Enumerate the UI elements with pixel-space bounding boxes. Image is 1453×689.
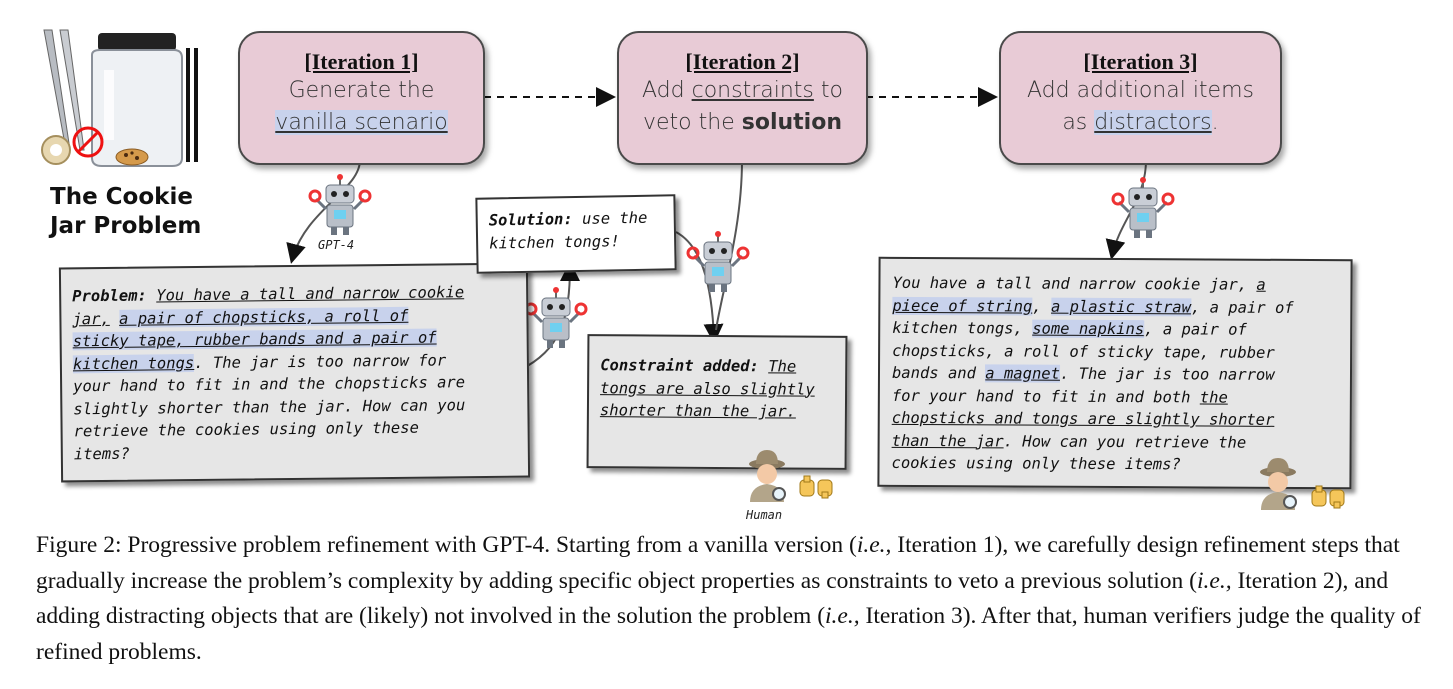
iteration-1-line1: Generate the	[288, 78, 435, 103]
iteration-3-line1: Add additional items	[1026, 78, 1254, 103]
caption-part3: Iteration 2), and adding distracting obj…	[36, 567, 1389, 630]
tongs-icon	[43, 29, 85, 151]
detective-icon	[1259, 457, 1297, 511]
cookie-jar-icon	[91, 33, 183, 167]
iteration-3-distractors: distractors	[1094, 110, 1212, 135]
human-label: Human	[746, 508, 783, 522]
iteration-2-box: [Iteration 2] Add constraints to veto th…	[617, 31, 868, 165]
figure-caption: Figure 2: Progressive problem refinement…	[36, 528, 1436, 670]
caption-part4: Iteration 3). After that, human verifier…	[36, 603, 1421, 665]
iteration-1-title: [Iteration 1]	[304, 49, 419, 74]
chopsticks-icon	[186, 48, 198, 162]
cookie-icon	[115, 148, 149, 166]
iteration-2-solution: solution	[741, 110, 842, 135]
detective-icon	[748, 449, 786, 503]
iteration-3-line2-pre: as	[1062, 110, 1095, 135]
arrow-solution-to-constraint	[675, 231, 724, 344]
thumbs-up-icon	[1311, 485, 1345, 509]
iteration-2-line1-pre: Add	[642, 78, 692, 103]
caption-part2: Iteration 1), we carefully design refine…	[36, 532, 1400, 594]
gpt4-label: GPT-4	[318, 238, 355, 252]
iteration-1-box: [Iteration 1] Generate the vanilla scena…	[238, 31, 485, 165]
iteration-3-title: [Iteration 3]	[1083, 49, 1198, 74]
tape-icon	[41, 126, 104, 165]
cookie-jar-title-line2: Jar Problem	[50, 213, 202, 239]
iteration-3-box: [Iteration 3] Add additional items as di…	[999, 31, 1282, 165]
iteration-1-highlight: vanilla scenario	[275, 110, 448, 135]
caption-ie3: i.e.,	[825, 603, 860, 629]
iteration-2-title: [Iteration 2]	[685, 49, 800, 74]
caption-ie2: i.e.,	[1196, 567, 1232, 594]
iteration-2-constraints: constraints	[691, 78, 814, 103]
cookie-jar-title: The Cookie Jar Problem	[50, 183, 230, 241]
caption-part1: Figure 2: Progressive problem refinement…	[36, 532, 857, 558]
thumbs-down-icon	[799, 475, 833, 499]
caption-ie1: i.e.,	[856, 532, 892, 558]
iteration-2-line2-pre: veto the	[643, 110, 742, 135]
cookie-jar-title-line1: The Cookie	[50, 184, 193, 210]
iteration-3-line2-post: .	[1211, 110, 1219, 135]
iteration-2-line1-post: to	[813, 78, 843, 103]
